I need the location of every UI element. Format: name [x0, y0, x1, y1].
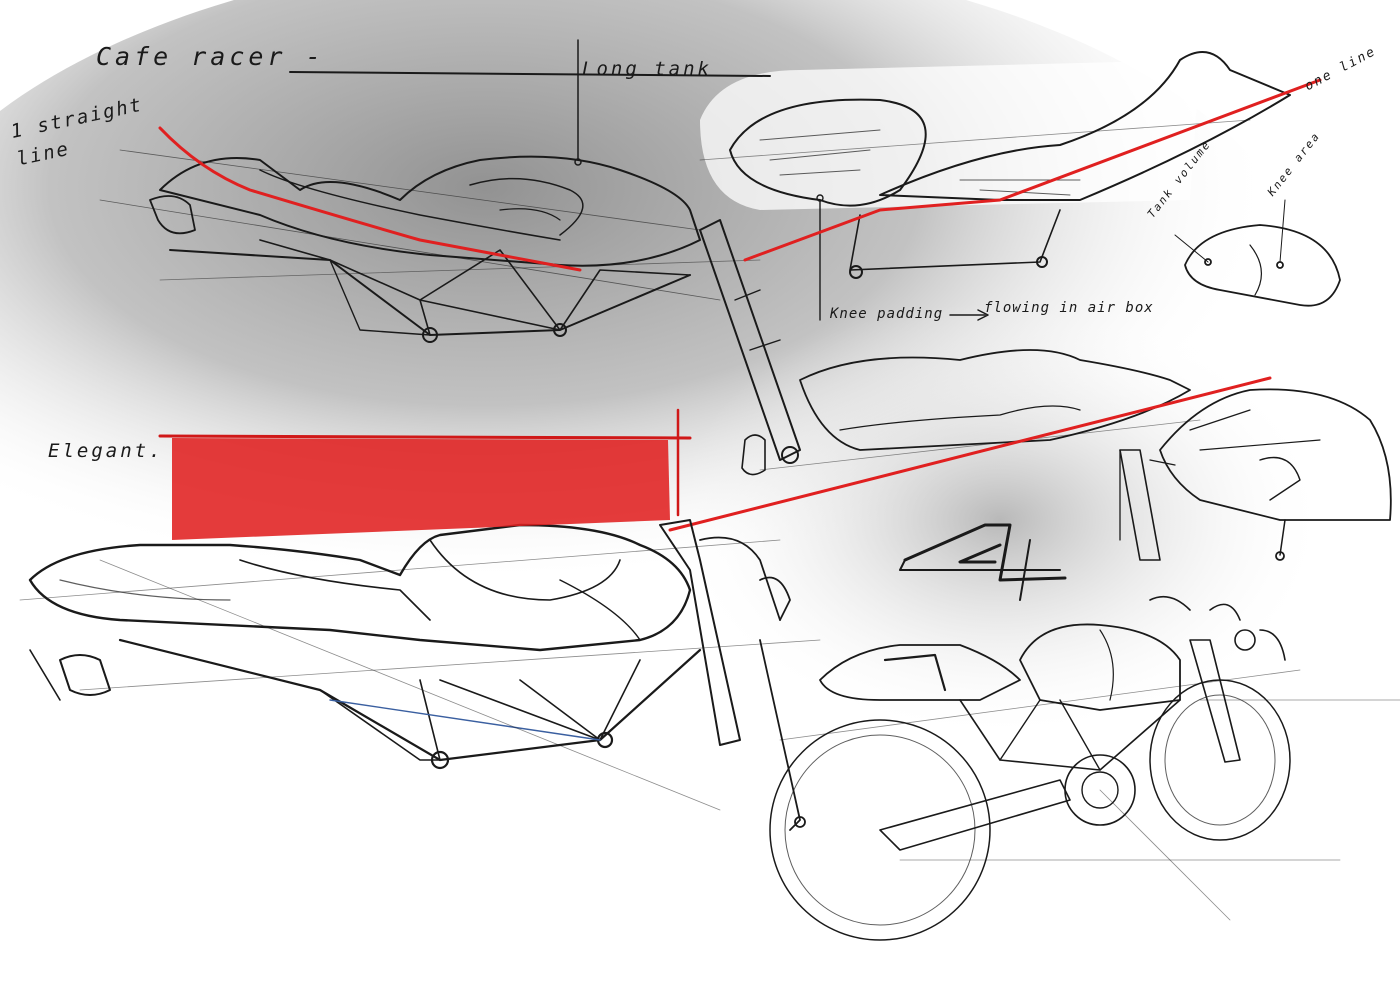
annotation-long-tank: Long tank	[582, 58, 712, 80]
red-straight-line-top	[158, 126, 582, 272]
sketch-full-bike	[769, 595, 1400, 941]
sketch-right-tail	[1119, 388, 1392, 561]
sketch-tank-detail	[1174, 199, 1341, 307]
red-line-middle	[668, 376, 1272, 532]
red-marker-block	[172, 438, 670, 540]
number-4-logo	[899, 523, 1067, 601]
sketch-main-bike	[19, 519, 821, 831]
annotation-flowing-air-box: flowing in air box	[984, 300, 1154, 316]
sketch-middle-seat	[759, 349, 1201, 471]
sketch-top-right-seat	[699, 51, 1291, 321]
sketch-top-left-bike	[99, 149, 801, 476]
red-marker-edge	[158, 434, 692, 440]
red-one-line	[743, 78, 1322, 262]
title-underline	[289, 71, 771, 77]
annotation-cafe-racer: Cafe racer -	[96, 42, 325, 71]
annotation-knee-padding: Knee padding	[830, 306, 944, 322]
annotation-elegant: Elegant.	[48, 440, 164, 462]
